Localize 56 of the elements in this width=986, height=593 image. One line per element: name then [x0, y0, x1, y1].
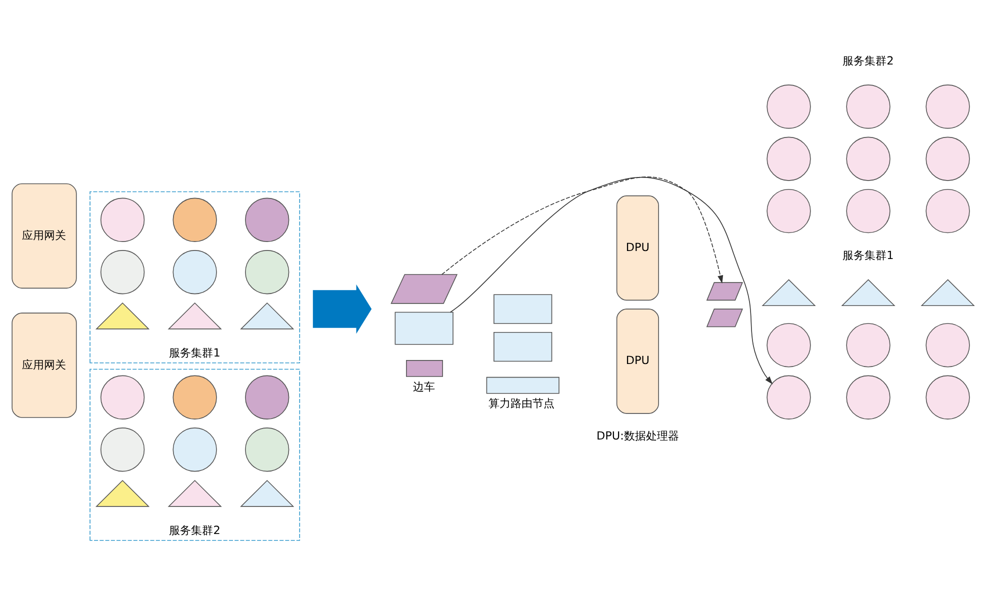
label: 服务集群1	[842, 248, 894, 262]
node-circle	[926, 374, 970, 419]
node-box	[494, 331, 552, 362]
node-circle	[926, 84, 970, 128]
node-triangle	[168, 479, 222, 506]
node-circle	[926, 188, 970, 233]
node-box: DPU	[616, 308, 659, 414]
node-circle	[766, 188, 811, 233]
node-box: 应用网关	[12, 182, 77, 288]
node-triangle	[240, 302, 294, 329]
node-circle	[245, 250, 290, 294]
node-triangle	[240, 479, 294, 506]
node-circle	[100, 197, 145, 242]
node-circle	[926, 136, 970, 180]
legend-label: 算力路由节点	[488, 396, 554, 410]
node-box	[394, 311, 454, 344]
node-circle	[245, 374, 290, 419]
node-circle	[172, 374, 217, 419]
node-triangle	[95, 302, 150, 329]
cluster: 服务集群1	[90, 190, 300, 363]
node-parallelogram	[706, 282, 744, 300]
node-parallelogram	[706, 308, 744, 327]
label: 服务集群2	[842, 54, 894, 68]
node-circle	[172, 250, 217, 294]
node-circle	[846, 322, 890, 367]
node-circle	[846, 374, 890, 419]
node-circle	[245, 427, 290, 472]
node-circle	[100, 427, 145, 472]
node-circle	[766, 84, 811, 128]
node-circle	[846, 188, 890, 233]
node-parallelogram	[390, 274, 458, 304]
node-box: DPU	[616, 194, 659, 300]
node-triangle	[762, 278, 816, 306]
label: DPU:数据处理器	[596, 429, 679, 442]
node-box: 应用网关	[12, 312, 77, 418]
arrow	[441, 176, 724, 283]
node-circle	[766, 136, 811, 180]
node-circle	[766, 322, 811, 367]
node-circle	[846, 84, 890, 128]
node-box	[494, 294, 552, 324]
cluster: 服务集群2	[90, 368, 300, 540]
node-triangle	[95, 479, 150, 506]
node-circle	[766, 374, 811, 419]
node-circle	[172, 197, 217, 242]
node-triangle	[920, 278, 975, 306]
arrow	[450, 176, 773, 384]
node-triangle	[841, 278, 896, 306]
node-triangle	[168, 302, 222, 329]
node-circle	[172, 427, 217, 472]
node-circle	[100, 374, 145, 419]
node-arrow	[312, 284, 372, 334]
legend-label: 边车	[412, 380, 435, 393]
node-circle	[245, 197, 290, 242]
node-circle	[100, 250, 145, 294]
node-circle	[846, 136, 890, 180]
node-circle	[926, 322, 970, 367]
